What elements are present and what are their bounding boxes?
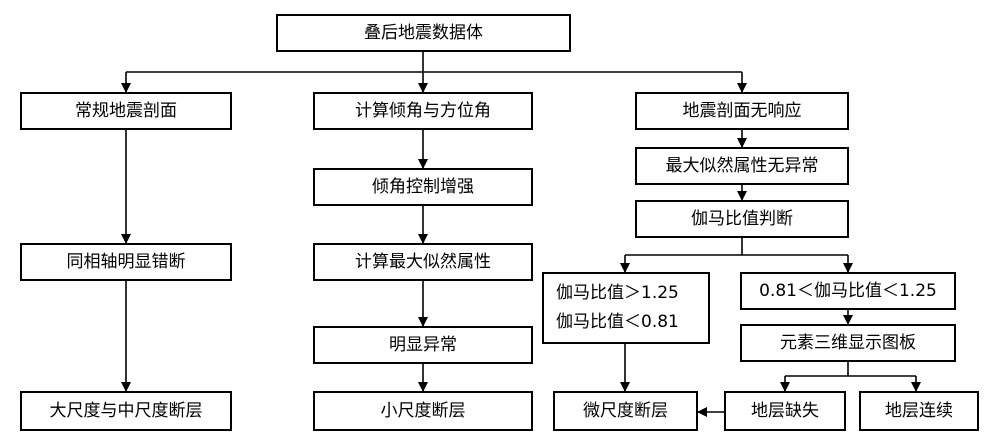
node-gamma-mid: 0.81＜伽马比值＜1.25 [740, 272, 956, 310]
node-strata-continuous-label: 地层连续 [885, 400, 953, 421]
node-dip-control-label: 倾角控制增强 [372, 176, 474, 197]
node-micro-fault: 微尺度断层 [553, 391, 698, 431]
node-gamma-high-label: 伽马比值＞1.25 [556, 283, 679, 304]
node-large-medium-fault-label: 大尺度与中尺度断层 [49, 400, 203, 421]
node-strata-continuous: 地层连续 [859, 391, 979, 431]
node-ml-no-anomaly: 最大似然属性无异常 [635, 147, 849, 185]
node-root: 叠后地震数据体 [276, 14, 571, 52]
node-dip-control: 倾角控制增强 [313, 168, 533, 206]
node-small-fault: 小尺度断层 [313, 391, 533, 431]
node-calc-dip-azimuth-label: 计算倾角与方位角 [355, 100, 491, 121]
node-element-3d: 元素三维显示图板 [740, 324, 956, 362]
node-calc-max-likelihood-label: 计算最大似然属性 [355, 251, 491, 272]
node-conventional-section-label: 常规地震剖面 [75, 100, 177, 121]
node-gamma-judge-label: 伽马比值判断 [691, 208, 793, 229]
node-strata-missing: 地层缺失 [724, 391, 846, 431]
node-gamma-judge: 伽马比值判断 [635, 200, 849, 238]
node-element-3d-label: 元素三维显示图板 [780, 332, 916, 353]
node-root-label: 叠后地震数据体 [364, 22, 483, 43]
node-gamma-low-label: 伽马比值＜0.81 [556, 312, 679, 332]
node-strata-missing-label: 地层缺失 [751, 400, 819, 421]
node-micro-fault-label: 微尺度断层 [583, 400, 668, 421]
node-obvious-anomaly-label: 明显异常 [389, 334, 457, 355]
node-ml-no-anomaly-label: 最大似然属性无异常 [665, 155, 819, 176]
node-obvious-anomaly: 明显异常 [313, 326, 533, 364]
node-no-response-label: 地震剖面无响应 [682, 100, 802, 121]
node-calc-dip-azimuth: 计算倾角与方位角 [313, 92, 533, 130]
node-small-fault-label: 小尺度断层 [380, 400, 466, 421]
node-event-offset-label: 同相轴明显错断 [66, 251, 186, 272]
node-conventional-section: 常规地震剖面 [20, 92, 232, 130]
node-large-medium-fault: 大尺度与中尺度断层 [20, 391, 232, 431]
node-no-response: 地震剖面无响应 [635, 92, 849, 130]
node-gamma-mid-label: 0.81＜伽马比值＜1.25 [759, 280, 937, 301]
node-gamma-extreme: 伽马比值＞1.25 伽马比值＜0.81 [542, 272, 710, 344]
node-calc-max-likelihood: 计算最大似然属性 [313, 243, 533, 281]
node-event-offset: 同相轴明显错断 [20, 243, 232, 281]
